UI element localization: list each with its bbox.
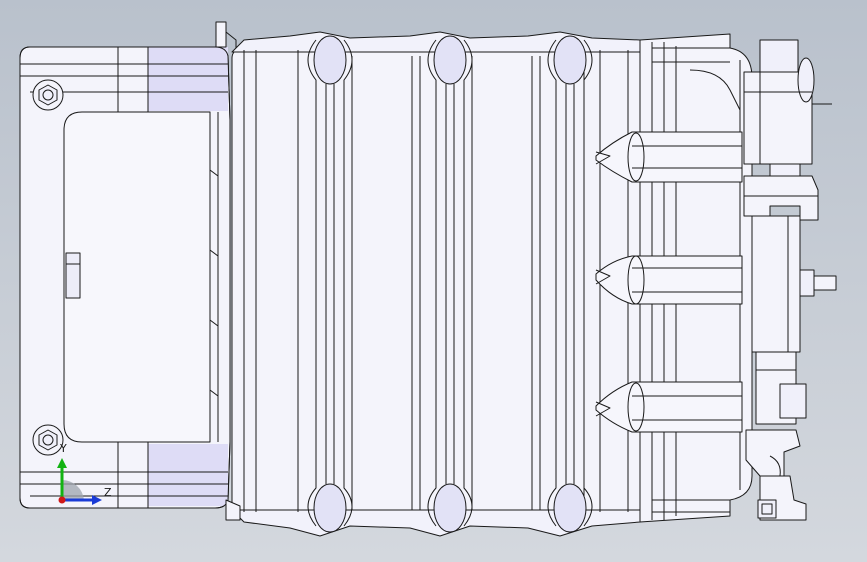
rib-2: [427, 35, 473, 533]
axis-triad[interactable]: Y Z: [57, 442, 112, 505]
connector-bottom[interactable]: [745, 351, 807, 521]
rib-3: [547, 35, 593, 533]
connector-top[interactable]: [743, 39, 832, 221]
side-wall: [751, 215, 801, 353]
stud-icon: [799, 269, 837, 297]
tube-3: [595, 381, 743, 433]
main-body[interactable]: [231, 31, 643, 537]
tube-1: [595, 131, 743, 183]
rib-1: [307, 35, 353, 533]
y-axis-arrow-icon: [57, 458, 67, 468]
bolt-bottom-icon: [32, 424, 64, 456]
bracket-frame[interactable]: [19, 21, 237, 509]
tube-2: [595, 255, 743, 305]
bolt-top-icon: [32, 79, 64, 111]
z-axis-label: Z: [104, 486, 112, 499]
bottom-clip: [225, 499, 241, 521]
triad-plane-icon: [62, 479, 84, 500]
triad-origin-icon: [58, 496, 66, 504]
z-axis-arrow-icon: [92, 495, 102, 505]
body-panel-lines: [351, 56, 541, 510]
y-axis-label: Y: [59, 442, 67, 455]
